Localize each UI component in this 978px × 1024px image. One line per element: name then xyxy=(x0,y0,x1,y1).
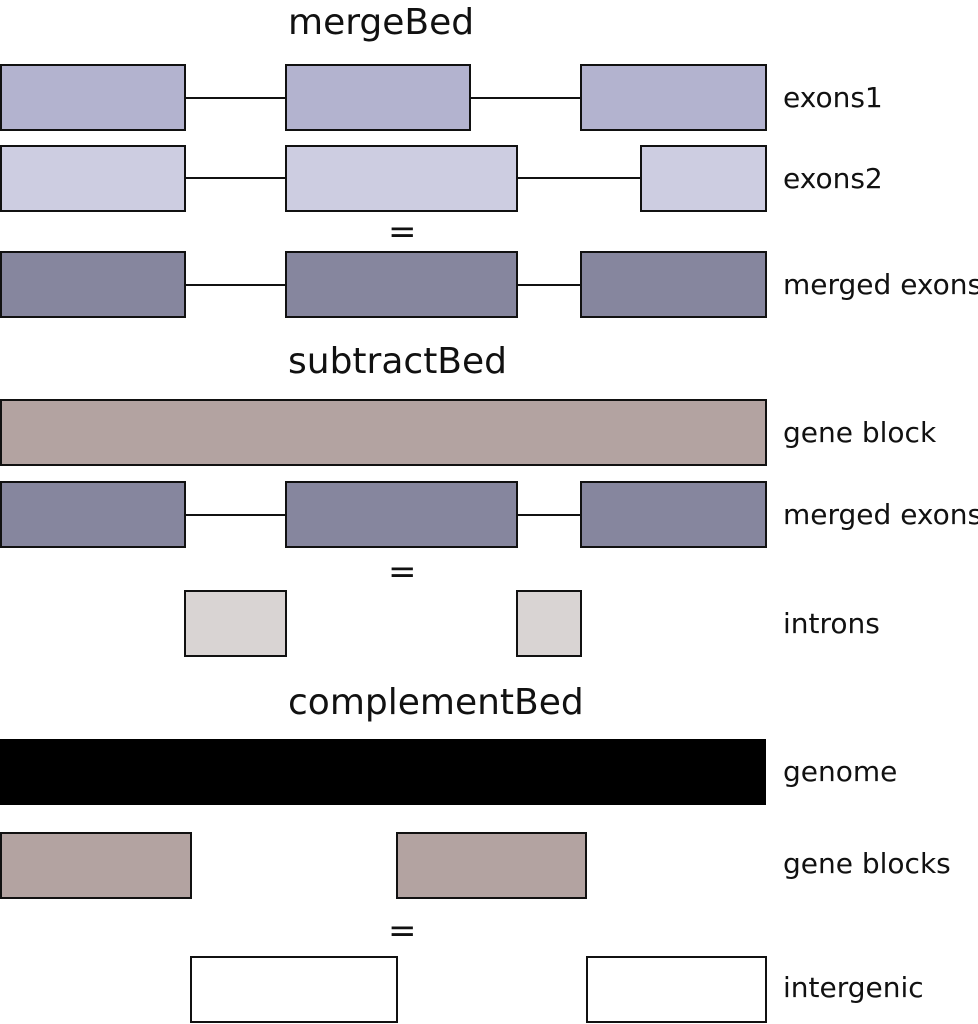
row-label-gene-block: gene block xyxy=(783,416,937,449)
row-label-genome: genome xyxy=(783,755,897,788)
row-label-intergenic: intergenic xyxy=(783,971,924,1004)
intron-block xyxy=(184,590,287,657)
intron-block xyxy=(516,590,582,657)
gene-block xyxy=(0,399,767,466)
exons1-track xyxy=(0,64,767,131)
exon-block xyxy=(580,251,767,318)
row-label-exons2: exons2 xyxy=(783,162,883,195)
exon-block xyxy=(580,481,767,548)
exon-block xyxy=(640,145,767,212)
exon-block xyxy=(0,251,186,318)
equals-sign: = xyxy=(388,911,417,951)
exon-block xyxy=(0,481,186,548)
exon-block xyxy=(285,145,518,212)
merged-exons-track xyxy=(0,251,767,318)
genome-block xyxy=(0,739,766,805)
intergenic-block xyxy=(190,956,398,1023)
exon-block xyxy=(0,64,186,131)
exon-block xyxy=(285,64,471,131)
section-title-subtractbed: subtractBed xyxy=(288,341,507,382)
exons2-track xyxy=(0,145,767,212)
exon-block xyxy=(285,481,518,548)
exon-block xyxy=(285,251,518,318)
section-title-complementbed: complementBed xyxy=(288,682,584,723)
row-label-merged-exons: merged exons xyxy=(783,268,978,301)
gene-blocks-track xyxy=(0,832,587,899)
merged-exons-track xyxy=(0,481,767,548)
introns-track xyxy=(184,590,582,657)
intergenic-block xyxy=(586,956,767,1023)
exon-block xyxy=(0,145,186,212)
row-label-introns: introns xyxy=(783,607,880,640)
row-label-gene-blocks: gene blocks xyxy=(783,847,951,880)
equals-sign: = xyxy=(388,552,417,592)
equals-sign: = xyxy=(388,212,417,252)
row-label-merged-exons: merged exons xyxy=(783,498,978,531)
exon-block xyxy=(580,64,767,131)
intergenic-track xyxy=(190,956,767,1023)
gene-block xyxy=(396,832,587,899)
gene-block xyxy=(0,832,192,899)
row-label-exons1: exons1 xyxy=(783,81,883,114)
section-title-mergebed: mergeBed xyxy=(288,2,474,43)
